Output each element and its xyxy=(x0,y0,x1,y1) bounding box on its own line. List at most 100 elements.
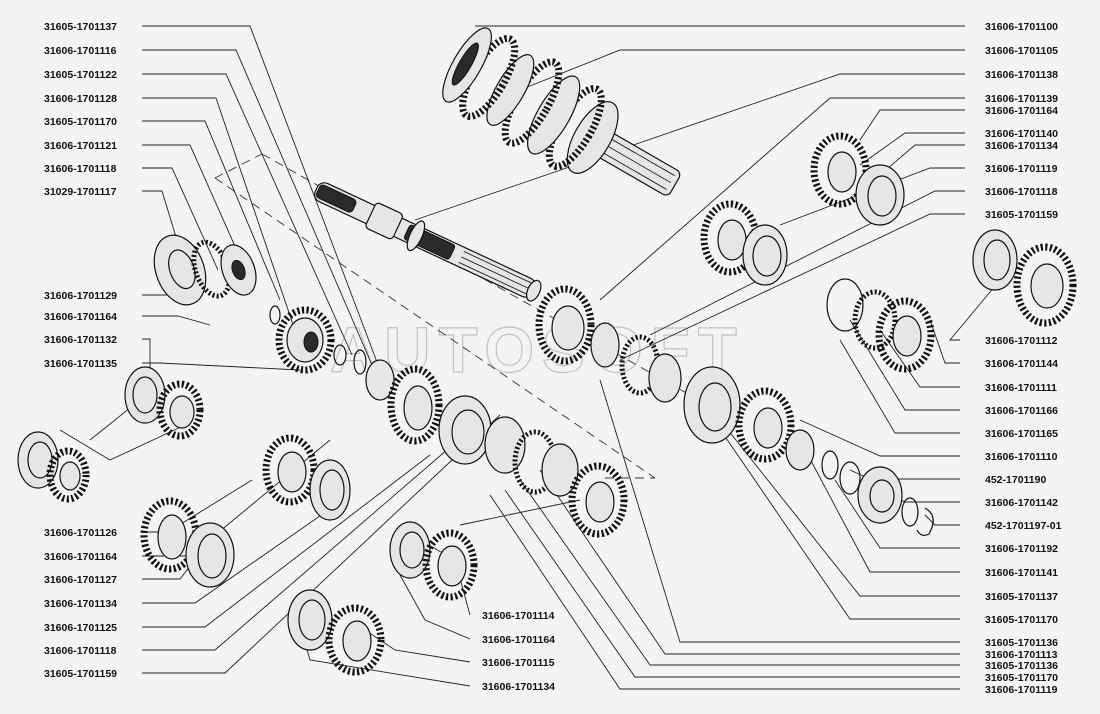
part-label: 31605-1701170 xyxy=(985,672,1058,684)
part-label: 31606-1701112 xyxy=(985,335,1058,347)
part-label: 31606-1701166 xyxy=(985,405,1058,417)
leader-line xyxy=(949,279,1001,341)
assembly-guide-line xyxy=(214,177,656,479)
part-label: 31605-1701170 xyxy=(985,614,1058,626)
part-label: 31606-1701192 xyxy=(985,543,1058,555)
gear-and-ring xyxy=(810,132,905,226)
output-gear-cluster xyxy=(365,359,628,538)
part-label: 31029-1701117 xyxy=(44,186,117,198)
input-shaft-assembly xyxy=(442,27,681,196)
leader-line xyxy=(142,167,219,271)
part-label: 31606-1701127 xyxy=(44,574,117,586)
leader-line xyxy=(779,167,965,226)
gear-and-ring xyxy=(262,434,351,521)
part-labels-left: 31605-1701137 31606-1701116 31605-170112… xyxy=(44,21,117,680)
leader-line xyxy=(619,213,965,361)
washer xyxy=(901,497,919,527)
leader-line xyxy=(799,439,960,573)
part-label: 31606-1701138 xyxy=(985,69,1058,81)
leader-line xyxy=(699,399,960,620)
part-label: 452-1701190 xyxy=(985,474,1046,486)
leader-lines-left xyxy=(59,25,501,674)
leader-line xyxy=(799,419,960,457)
part-label: 31606-1701164 xyxy=(985,105,1058,117)
leader-line xyxy=(142,414,501,674)
part-label: 31606-1701105 xyxy=(985,45,1058,57)
synchro-ring xyxy=(153,234,207,306)
synchro-ring xyxy=(527,75,581,155)
leader-line xyxy=(879,144,965,176)
gear-and-ring xyxy=(972,229,1077,327)
part-label: 31605-1701170 xyxy=(44,116,117,128)
leader-line xyxy=(839,339,960,434)
leader-line xyxy=(599,97,965,301)
leader-line xyxy=(142,494,351,604)
part-label: 31606-1701118 xyxy=(44,645,117,657)
leader-line xyxy=(414,73,965,221)
leader-line xyxy=(459,499,581,526)
leader-line xyxy=(142,362,301,371)
part-label: 31606-1701144 xyxy=(985,358,1058,370)
leader-line xyxy=(489,494,960,690)
leader-line xyxy=(539,469,960,655)
part-label: 31606-1701139 xyxy=(985,93,1058,105)
washer xyxy=(353,349,367,375)
part-label: 31605-1701122 xyxy=(44,69,117,81)
part-label: 31605-1701159 xyxy=(985,209,1058,221)
gear-and-ring xyxy=(389,521,478,601)
part-label: 31606-1701142 xyxy=(985,497,1058,509)
leader-line xyxy=(519,479,960,666)
leader-lines-right xyxy=(414,25,1001,690)
leader-line xyxy=(859,132,965,166)
leader-line xyxy=(142,97,301,346)
part-label: 31605-1701136 xyxy=(985,637,1058,649)
part-label: 31606-1701165 xyxy=(985,428,1058,440)
part-label: 31606-1701118 xyxy=(985,186,1058,198)
synchro-ring xyxy=(683,366,741,444)
leader-line xyxy=(142,429,471,651)
leader-line xyxy=(364,629,471,663)
part-label: 31606-1701164 xyxy=(482,634,555,646)
leader-line xyxy=(719,419,960,597)
part-label: 31606-1701121 xyxy=(44,140,117,152)
part-label: 31606-1701125 xyxy=(44,622,117,634)
leader-line xyxy=(142,73,353,356)
gear-teeth xyxy=(459,35,519,120)
part-label: 31606-1701129 xyxy=(44,290,117,302)
gear xyxy=(566,101,619,174)
leader-line xyxy=(142,25,381,371)
part-labels-right: 31606-1701100 31606-1701105 31606-170113… xyxy=(985,21,1062,696)
leader-line xyxy=(142,454,431,628)
part-label: 31606-1701111 xyxy=(985,382,1057,394)
part-label: 31606-1701132 xyxy=(44,334,117,346)
leader-line xyxy=(519,49,965,91)
part-label: 31606-1701116 xyxy=(44,45,117,57)
part-label: 31606-1701134 xyxy=(482,681,555,693)
part-label: 31606-1701100 xyxy=(985,21,1058,33)
circlip xyxy=(916,507,934,536)
leader-line xyxy=(859,109,965,141)
leader-line xyxy=(929,319,960,364)
part-label: 452-1701197-01 xyxy=(985,520,1062,532)
part-label: 31606-1701141 xyxy=(985,567,1058,579)
leader-line xyxy=(142,49,373,366)
part-label: 31606-1701110 xyxy=(985,451,1058,463)
synchro-ring-set xyxy=(124,366,204,440)
leader-line xyxy=(924,514,960,526)
gear xyxy=(275,306,335,374)
leader-line xyxy=(504,489,960,678)
bearing xyxy=(857,466,903,524)
leader-line xyxy=(59,424,186,461)
leader-line xyxy=(849,319,960,411)
part-label: 31606-1701134 xyxy=(985,140,1058,152)
part-label: 31606-1701113 xyxy=(985,649,1058,661)
washer xyxy=(839,461,861,495)
leader-line xyxy=(142,144,251,281)
part-label: 31606-1701140 xyxy=(985,128,1058,140)
circlip xyxy=(821,450,839,480)
part-label: 31606-1701128 xyxy=(44,93,117,105)
countershaft-gear-cluster xyxy=(535,285,934,536)
gear-and-ring xyxy=(140,497,235,588)
